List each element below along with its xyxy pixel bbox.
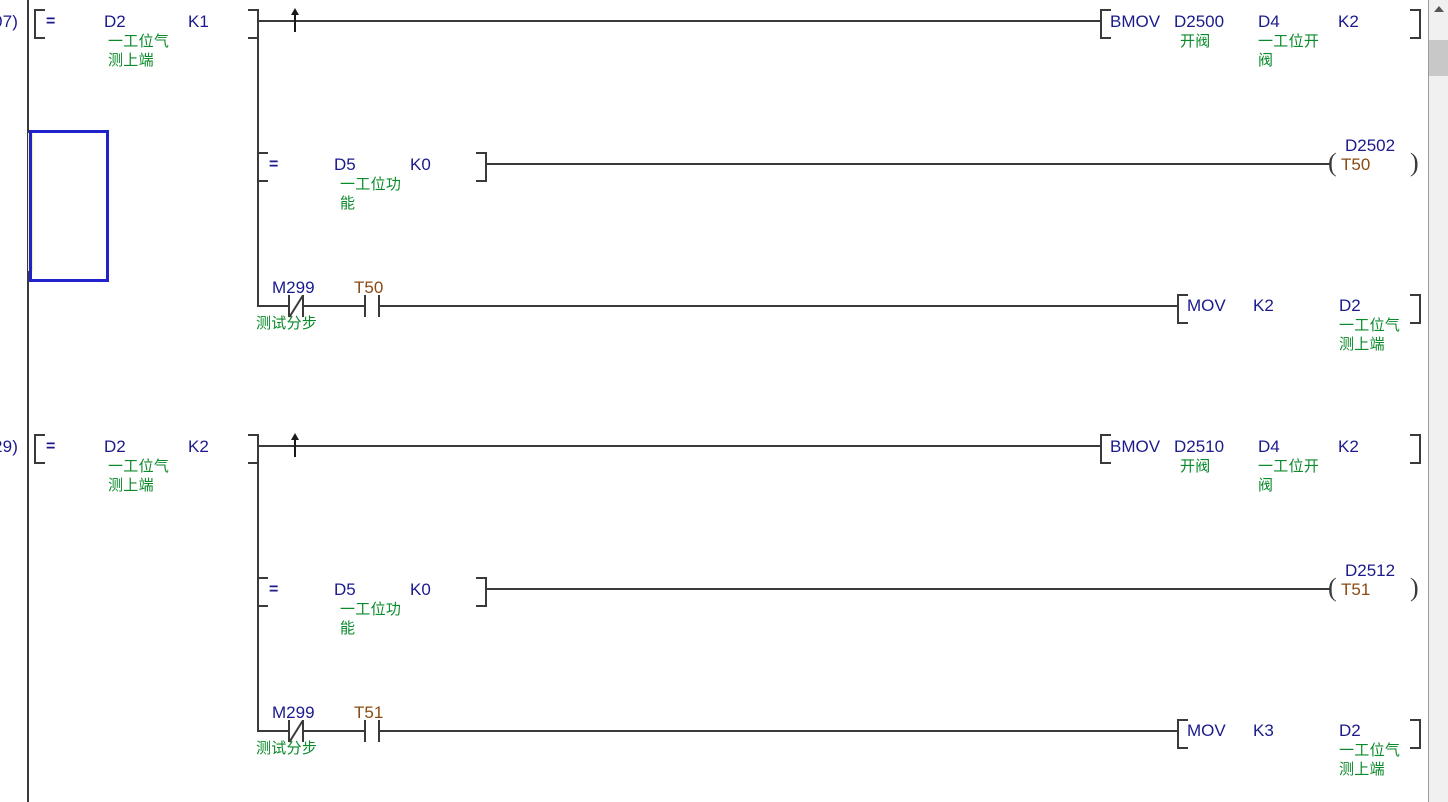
compare-operator: = [269,156,279,173]
instruction-name[interactable]: BMOV [1110,437,1161,456]
coil-preset[interactable]: D2502 [1345,136,1396,155]
compare-operand-2[interactable]: K1 [188,12,209,31]
cursor-position-marker [289,8,300,32]
instruction-arg-comment: 开阀 [1180,33,1211,50]
compare-operand-1[interactable]: D5 [334,580,356,599]
timer-coil-close-paren: ) [1410,573,1419,602]
rung-wire [303,730,365,732]
timer-coil-close-paren: ) [1410,148,1419,177]
instruction-bracket-open [1100,9,1111,39]
rung-wire [257,20,1100,22]
instruction-arg-comment: 一工位气 测上端 [1339,317,1401,353]
contact-normally-open[interactable] [364,295,380,317]
rung-wire [485,163,1330,165]
timer-coil-device[interactable]: T51 [1341,580,1371,599]
instruction-arg-comment: 一工位开 阀 [1258,458,1320,494]
compare-bracket-close [476,577,487,607]
step-number: 29) [0,437,19,456]
instruction-arg[interactable]: D2510 [1174,437,1225,456]
timer-coil-open-paren: ( [1328,148,1337,177]
compare-operand-1[interactable]: D2 [104,12,126,31]
instruction-arg[interactable]: K2 [1253,296,1274,315]
instruction-bracket-close [1410,719,1421,749]
contact-comment: 测试分步 [256,315,318,332]
compare-operator: = [269,581,279,598]
rung-wire [379,730,1177,732]
rung-wire [257,305,289,307]
instruction-arg[interactable]: D2 [1339,296,1361,315]
rung-wire [485,588,1330,590]
compare-operand-1-comment: 一工位功 能 [340,176,402,212]
compare-bracket-open [34,434,45,464]
vertical-scrollbar[interactable] [1428,0,1448,802]
selection-cursor[interactable] [29,130,109,282]
compare-operand-2[interactable]: K0 [410,580,431,599]
step-number: 07) [0,12,19,31]
left-power-rail [27,0,29,802]
compare-operator: = [46,438,56,455]
contact-label[interactable]: M299 [272,278,315,297]
coil-preset[interactable]: D2512 [1345,561,1396,580]
contact-label[interactable]: T51 [354,703,384,722]
rung-wire [257,730,289,732]
compare-bracket-open [257,577,268,607]
compare-operand-2[interactable]: K2 [188,437,209,456]
contact-label[interactable]: M299 [272,703,315,722]
instruction-arg-comment: 一工位气 测上端 [1339,742,1401,778]
instruction-bracket-close [1410,9,1421,39]
compare-operand-1[interactable]: D2 [104,437,126,456]
compare-operand-1-comment: 一工位功 能 [340,601,402,637]
cursor-position-marker [289,433,300,457]
instruction-name[interactable]: MOV [1187,296,1226,315]
compare-operand-2[interactable]: K0 [410,155,431,174]
instruction-bracket-open [1177,294,1188,324]
instruction-arg[interactable]: K2 [1338,437,1359,456]
instruction-name[interactable]: BMOV [1110,12,1161,31]
instruction-arg-comment: 开阀 [1180,458,1211,475]
instruction-arg-comment: 一工位开 阀 [1258,33,1320,69]
contact-comment: 测试分步 [256,740,318,757]
instruction-bracket-open [1100,434,1111,464]
timer-coil-open-paren: ( [1328,573,1337,602]
instruction-bracket-open [1177,719,1188,749]
instruction-bracket-close [1410,294,1421,324]
instruction-arg[interactable]: K3 [1253,721,1274,740]
contact-label[interactable]: T50 [354,278,384,297]
compare-bracket-open [257,152,268,182]
compare-operand-1[interactable]: D5 [334,155,356,174]
contact-normally-open[interactable] [364,720,380,742]
compare-bracket-close [476,152,487,182]
scroll-up-button[interactable] [1429,0,1448,18]
instruction-arg[interactable]: D2 [1339,721,1361,740]
rung-wire [303,305,365,307]
instruction-arg[interactable]: D2500 [1174,12,1225,31]
compare-bracket-open [34,9,45,39]
chevron-up-icon [1433,6,1444,12]
instruction-arg[interactable]: K2 [1338,12,1359,31]
compare-operator: = [46,13,56,30]
instruction-arg[interactable]: D4 [1258,437,1280,456]
timer-coil-device[interactable]: T50 [1341,155,1371,174]
instruction-name[interactable]: MOV [1187,721,1226,740]
scrollbar-thumb[interactable] [1429,40,1448,76]
compare-operand-1-comment: 一工位气 测上端 [108,33,170,69]
rung-wire [257,445,1100,447]
compare-operand-1-comment: 一工位气 测上端 [108,458,170,494]
instruction-arg[interactable]: D4 [1258,12,1280,31]
instruction-bracket-close [1410,434,1421,464]
rung-wire [379,305,1177,307]
